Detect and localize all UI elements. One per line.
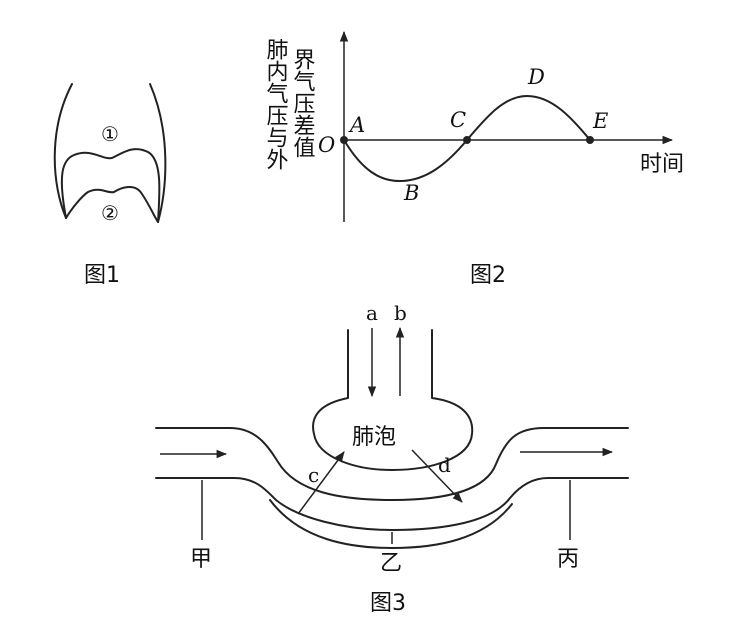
capillary-lower bbox=[269, 499, 513, 549]
figure-3: a b c d 肺泡 甲 乙 丙 图3 bbox=[155, 301, 629, 616]
point-d-label: D bbox=[527, 65, 545, 89]
arrow-c-label: c bbox=[308, 463, 319, 487]
figure-1: ① ② 图1 bbox=[53, 83, 167, 288]
label-bing: 丙 bbox=[557, 547, 579, 572]
point-c-dot bbox=[463, 136, 471, 144]
arrow-b-label: b bbox=[394, 301, 407, 325]
point-c-label: C bbox=[450, 108, 466, 132]
point-a-dot bbox=[340, 136, 348, 144]
arrow-d bbox=[411, 449, 463, 503]
marker-2: ② bbox=[101, 201, 119, 225]
airway-tube bbox=[312, 329, 474, 471]
capillary-upper-inner bbox=[155, 477, 629, 531]
alveolus-label: 肺泡 bbox=[352, 425, 396, 450]
point-b-label: B bbox=[403, 181, 419, 205]
thorax-outline bbox=[53, 83, 167, 223]
x-axis-label: 时间 bbox=[640, 152, 684, 177]
y-axis-label-line1: 肺内气压与外 bbox=[263, 38, 289, 170]
diaphragm-lower bbox=[65, 186, 159, 223]
fig3-caption: 图3 bbox=[370, 591, 406, 616]
figure-2: O A B C D E 时间 肺内气压与外 界气压差值 图2 bbox=[263, 30, 684, 288]
y-axis-label-line2: 界气压差值 bbox=[290, 48, 316, 158]
label-yi: 乙 bbox=[380, 551, 402, 576]
capillary-upper-outer bbox=[155, 427, 629, 501]
point-a-label: A bbox=[348, 113, 365, 137]
point-e-label: E bbox=[592, 109, 608, 133]
diaphragm-upper bbox=[60, 148, 161, 223]
arrow-a-label: a bbox=[366, 301, 378, 325]
fig1-caption: 图1 bbox=[84, 263, 120, 288]
origin-label: O bbox=[318, 133, 335, 157]
arrow-d-label: d bbox=[438, 453, 451, 477]
label-jia: 甲 bbox=[190, 547, 212, 572]
marker-1: ① bbox=[101, 122, 119, 146]
arrow-c bbox=[297, 451, 345, 515]
point-e-dot bbox=[586, 136, 594, 144]
fig2-caption: 图2 bbox=[470, 263, 506, 288]
